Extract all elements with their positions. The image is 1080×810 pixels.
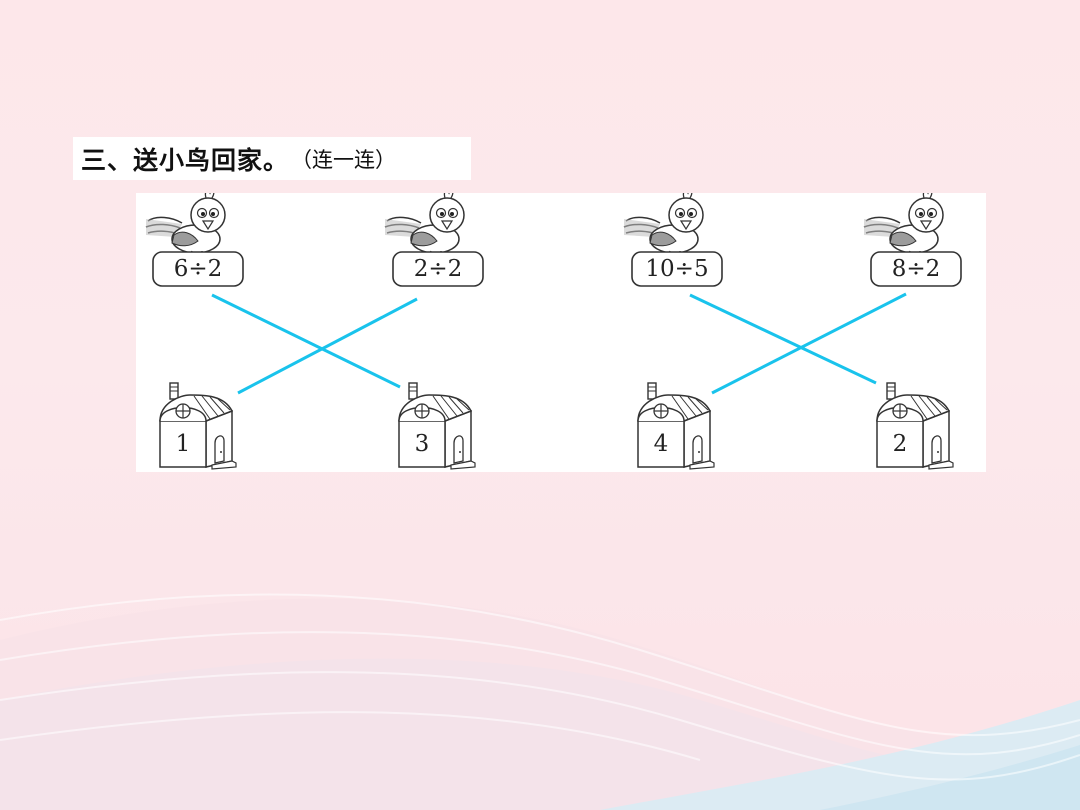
matching-panel: 6÷2 2÷2 10÷5 8÷2 1 3 4 2 <box>136 193 986 472</box>
bird-expression-4: 8÷2 <box>891 256 941 282</box>
connection-line-4 <box>711 292 907 395</box>
house-number-2: 3 <box>414 431 430 457</box>
question-title: 三、送小鸟回家。 （连一连） <box>73 137 471 180</box>
connection-line-2 <box>237 297 418 395</box>
bird-3 <box>623 193 704 256</box>
title-main: 三、送小鸟回家。 <box>81 145 290 175</box>
connection-line-3 <box>689 293 877 385</box>
expression-box-4 <box>870 251 962 287</box>
house-number-1: 1 <box>175 431 191 457</box>
matching-drawing <box>145 193 962 470</box>
house-number-3: 4 <box>653 431 669 457</box>
house-number-4: 2 <box>892 431 908 457</box>
expression-box-2 <box>392 251 484 287</box>
bird-expression-1: 6÷2 <box>173 256 223 282</box>
connection-line-1 <box>211 293 401 389</box>
bird-4 <box>863 193 944 256</box>
bird-1 <box>145 193 226 256</box>
title-instruction: （连一连） <box>291 147 397 172</box>
expression-box-3 <box>631 251 723 287</box>
expression-box-1 <box>152 251 244 287</box>
bird-2 <box>384 193 465 256</box>
bird-expression-2: 2÷2 <box>413 256 463 282</box>
bird-expression-3: 10÷5 <box>645 256 709 282</box>
